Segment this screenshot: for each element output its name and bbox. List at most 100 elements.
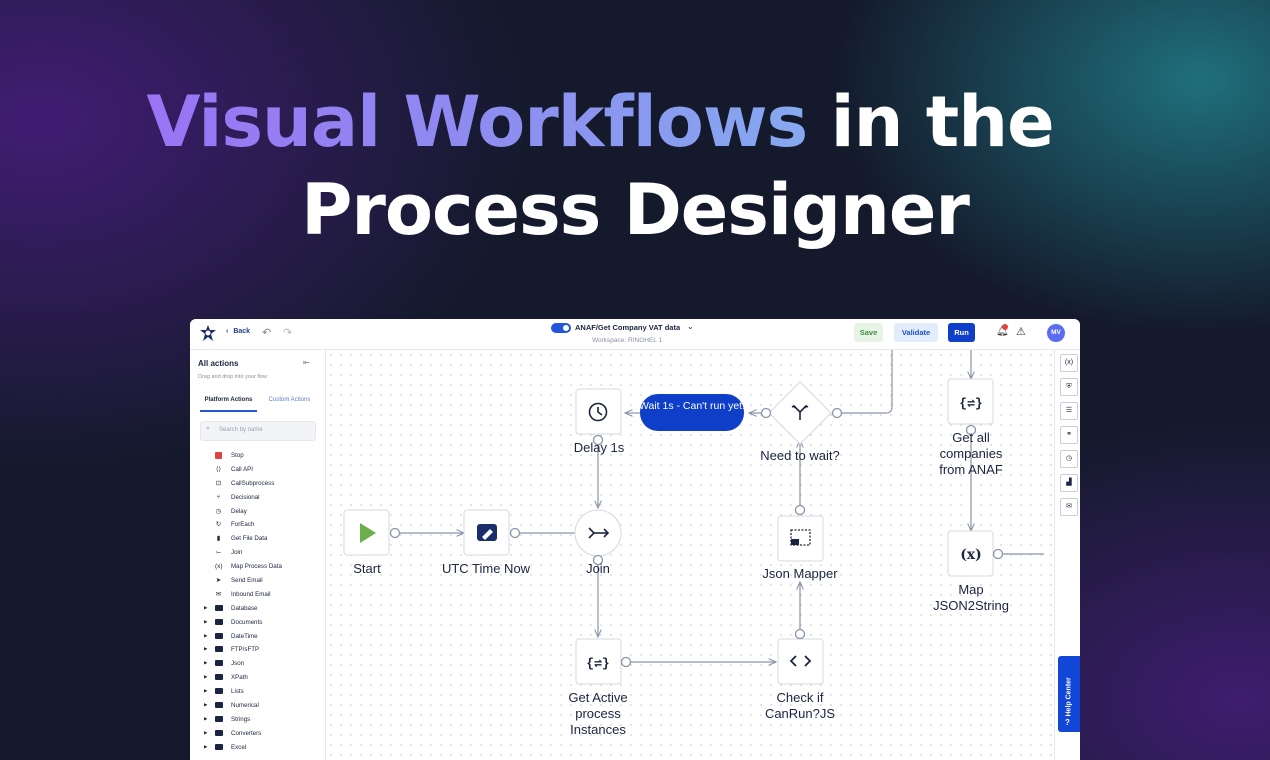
- save-button[interactable]: Save: [854, 323, 883, 342]
- chevron-down-icon[interactable]: ⌄: [687, 322, 694, 331]
- process-title[interactable]: ANAF/Get Company VAT data: [575, 323, 681, 332]
- stop-icon: [215, 452, 222, 459]
- node-check-box[interactable]: [777, 638, 824, 685]
- port[interactable]: [965, 424, 977, 436]
- redo-icon[interactable]: ↷: [283, 327, 293, 339]
- process-active-toggle[interactable]: [551, 323, 571, 333]
- decision-icon: [791, 404, 809, 420]
- mail-icon[interactable]: ✉: [1060, 498, 1078, 516]
- sidebar-subtitle: Drag and drop into your flow: [198, 374, 268, 380]
- tab-custom-actions[interactable]: Custom Actions: [268, 397, 311, 403]
- port[interactable]: [831, 407, 843, 419]
- caret-right-icon: ▶: [204, 604, 208, 610]
- folder-icon: [215, 618, 223, 625]
- chart-icon[interactable]: ▟: [1060, 474, 1078, 492]
- port[interactable]: [620, 656, 632, 668]
- play-icon: [360, 523, 376, 543]
- port[interactable]: [592, 554, 604, 566]
- workspace-label: Workspace: RINGHEL 1: [592, 337, 663, 344]
- flow-canvas[interactable]: {⇌} {⇌} (x) Wait 1s - Can: [326, 350, 1054, 760]
- avatar[interactable]: MV: [1047, 324, 1065, 342]
- clock-icon: ◷: [215, 507, 222, 515]
- node-start-label: Start: [353, 561, 381, 576]
- top-bar: ‹Back ↶ ↷ ANAF/Get Company VAT data ⌄ Wo…: [190, 319, 1080, 350]
- node-mapper-box[interactable]: [777, 515, 824, 562]
- clock-icon[interactable]: ◷: [1060, 450, 1078, 468]
- caret-right-icon: ▶: [204, 674, 208, 680]
- hero-highlight: Visual Workflows: [146, 81, 808, 163]
- help-icon: ?: [1065, 718, 1070, 727]
- api-icon: ⟨⟩: [215, 465, 222, 473]
- hero-line2: Process Designer: [301, 169, 970, 251]
- node-decision-label: Need to wait?: [760, 448, 840, 463]
- join-icon: [588, 527, 610, 539]
- sidebar-title: All actions: [198, 359, 239, 368]
- json-mapper-icon: [790, 529, 811, 546]
- caret-right-icon: ▶: [204, 715, 208, 721]
- decision-icon: ⑂: [216, 493, 221, 501]
- webhook-icon[interactable]: ⚭: [1060, 426, 1078, 444]
- edit-icon: [477, 524, 497, 541]
- collapse-sidebar-icon[interactable]: ⇤: [303, 358, 310, 367]
- folder-icon: [215, 715, 223, 722]
- search-input[interactable]: ⌕ Search by name: [200, 421, 316, 441]
- caret-right-icon: ▶: [204, 688, 208, 694]
- join-icon: ⤚: [215, 549, 222, 557]
- undo-icon[interactable]: ↶: [262, 327, 272, 339]
- transform-icon: {⇌}: [586, 656, 609, 671]
- code-icon: [789, 655, 812, 667]
- folder-icon: [215, 646, 223, 653]
- port[interactable]: [760, 407, 772, 419]
- transform-icon: {⇌}: [959, 396, 982, 411]
- shield-icon[interactable]: ⛨: [1060, 378, 1078, 396]
- variables-icon[interactable]: (x): [1060, 354, 1078, 372]
- node-getactive-label: Get Active process Instances: [568, 690, 628, 737]
- port[interactable]: [592, 434, 604, 446]
- help-center-button[interactable]: Help Center ?: [1058, 656, 1080, 732]
- folder-icon: [215, 632, 223, 639]
- warning-icon[interactable]: ⚠: [1016, 326, 1026, 338]
- node-join-label: Join: [586, 561, 610, 576]
- edge-decision-up: [837, 350, 893, 414]
- validate-button[interactable]: Validate: [894, 323, 938, 342]
- folder-icon: [215, 702, 223, 709]
- node-delay-label: Delay 1s: [573, 440, 625, 455]
- send-icon: ➤: [215, 577, 222, 585]
- search-icon: ⌕: [206, 425, 210, 432]
- app-logo-icon[interactable]: [200, 325, 216, 341]
- port[interactable]: [794, 628, 806, 640]
- hero-rest: in the: [830, 81, 1055, 163]
- port[interactable]: [389, 527, 401, 539]
- loop-icon: ↻: [215, 521, 222, 529]
- wait-bubble[interactable]: [640, 394, 744, 431]
- variable-icon: (x): [960, 547, 982, 563]
- actions-sidebar: All actions ⇤ Drag and drop into your fl…: [190, 350, 326, 760]
- clock-icon: [588, 402, 608, 422]
- port[interactable]: [992, 548, 1004, 560]
- tab-platform-actions[interactable]: Platform Actions: [200, 394, 257, 412]
- chevron-left-icon: ‹: [226, 328, 229, 335]
- caret-right-icon: ▶: [204, 618, 208, 624]
- node-getall-box[interactable]: [947, 378, 994, 425]
- caret-right-icon: ▶: [204, 743, 208, 749]
- file-icon: ▮: [216, 535, 221, 543]
- port[interactable]: [794, 504, 806, 516]
- run-button[interactable]: Run: [948, 323, 975, 342]
- port[interactable]: [509, 527, 521, 539]
- map-icon: (x): [215, 563, 223, 571]
- caret-right-icon: ▶: [204, 646, 208, 652]
- subprocess-icon: ⊡: [215, 479, 222, 487]
- process-designer-window: ‹Back ↶ ↷ ANAF/Get Company VAT data ⌄ Wo…: [190, 319, 1080, 760]
- wait-bubble-label: Wait 1s - Can't run yet!: [638, 400, 746, 412]
- flow-diagram: {⇌} {⇌} (x): [343, 350, 1044, 685]
- caret-right-icon: ▶: [204, 632, 208, 638]
- list-icon[interactable]: ☰: [1060, 402, 1078, 420]
- notifications-bell-icon[interactable]: 🔔︎: [996, 324, 1009, 337]
- caret-right-icon: ▶: [204, 729, 208, 735]
- folder-icon: [215, 604, 223, 611]
- folder-icon: [215, 674, 223, 681]
- notification-badge: [1002, 324, 1008, 330]
- right-toolbar: (x) ⛨ ☰ ⚭ ◷ ▟ ✉ Help Center ?: [1054, 350, 1080, 760]
- back-button[interactable]: ‹Back: [226, 328, 251, 335]
- node-utc-label: UTC Time Now: [441, 561, 531, 576]
